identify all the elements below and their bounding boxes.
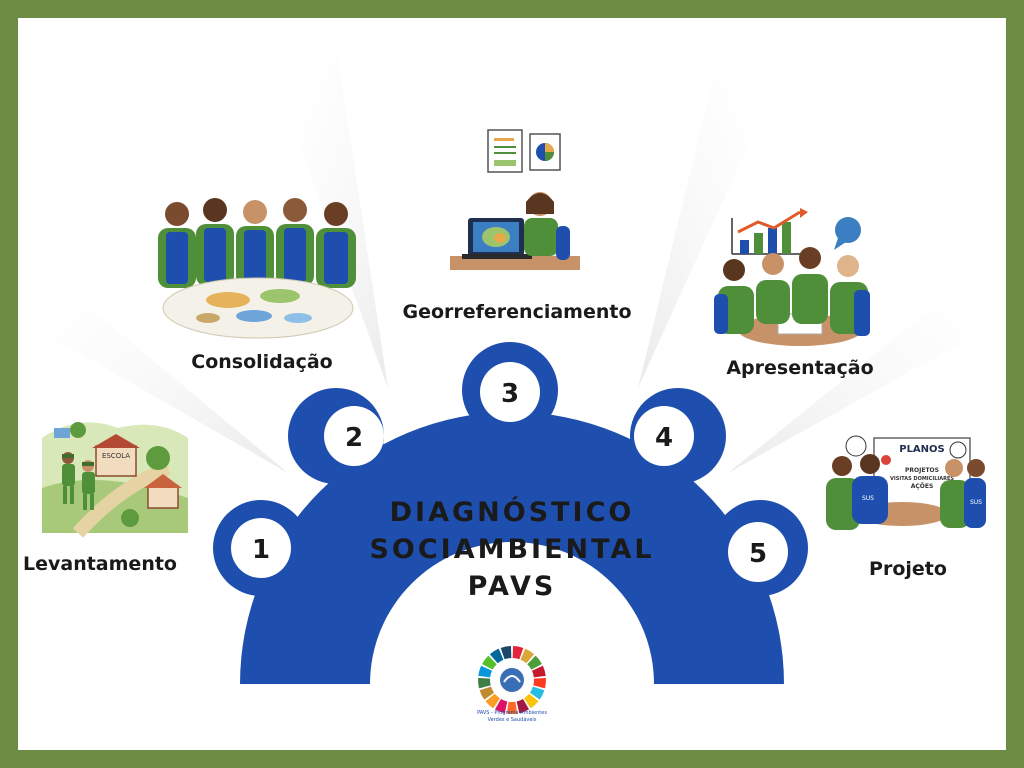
diagram-canvas: 1 2 3 4 5 DIAGNÓSTICO SOCIAMBIENTAL PAVS… (18, 18, 1006, 750)
pavs-logo: PAVS - Programa Ambientes Verdes e Saudá… (477, 646, 547, 723)
board-line-3: AÇÕES (911, 483, 934, 490)
sdg-ring-segment (531, 665, 546, 678)
sdg-ring-segment (512, 646, 524, 660)
vest-badge-2: SUS (970, 499, 982, 506)
pie-report-icon (529, 133, 561, 171)
arch-inner-white (370, 542, 654, 684)
sdg-ring-segment (485, 693, 500, 709)
diagram-svg: 1 2 3 4 5 DIAGNÓSTICO SOCIAMBIENTAL PAVS… (18, 58, 1006, 723)
step-label-5: Projeto (869, 558, 947, 580)
title-line-2: SOCIAMBIENTAL (369, 534, 654, 565)
sdg-ring-segment (516, 699, 530, 714)
sdg-ring-segment (533, 677, 546, 689)
health-cross-icon (881, 455, 891, 465)
sdg-ring-segment (478, 677, 491, 689)
step-label-4: Apresentação (726, 357, 873, 379)
bar-chart-icon (731, 208, 808, 255)
board-title: PLANOS (899, 444, 945, 455)
sdg-ring-segment (482, 655, 497, 670)
step-badge-3: 3 (480, 362, 540, 422)
logo-name: PAVS - Programa Ambientes (477, 710, 547, 716)
field-survey-illustration: ESCOLA (42, 422, 188, 538)
team-map-illustration (158, 198, 356, 339)
sdg-ring-segment (529, 686, 545, 700)
sdg-ring-segment (524, 693, 539, 709)
diagram-title: DIAGNÓSTICO SOCIAMBIENTAL PAVS (369, 496, 654, 602)
step-label-1: Levantamento (23, 553, 177, 575)
sdg-ring-segment (479, 686, 495, 700)
sdg-ring-segment (489, 648, 504, 664)
sdg-ring-segment (527, 655, 542, 670)
school-sign-text: ESCOLA (102, 452, 130, 460)
sdg-ring-segment (500, 646, 512, 660)
step-badge-2: 2 (324, 406, 384, 466)
vest-badge-1: SUS (862, 495, 874, 502)
background-rays (18, 58, 1006, 473)
sdg-ring-segment (506, 701, 518, 714)
step-number-3: 3 (501, 379, 519, 409)
step-number-1: 1 (252, 535, 270, 565)
sdg-ring-segment (478, 665, 493, 678)
step-badge-1: 1 (231, 518, 291, 578)
step-number-4: 4 (655, 423, 673, 453)
step-badge-5: 5 (728, 522, 788, 582)
step-label-3: Georreferenciamento (402, 301, 631, 323)
step-badge-4: 4 (634, 406, 694, 466)
sdg-ring-segment (520, 648, 535, 664)
title-line-3: PAVS (468, 571, 557, 602)
step-label-2: Consolidação (191, 351, 332, 373)
logo-subtitle: Verdes e Saudáveis (488, 716, 537, 723)
sdg-ring-segment (494, 699, 508, 714)
meeting-chart-illustration (714, 208, 870, 346)
document-icon (487, 129, 523, 173)
title-line-1: DIAGNÓSTICO (390, 496, 635, 528)
chat-bubble-icon (834, 217, 861, 250)
board-line-2: VISITAS DOMICILIARES (890, 476, 954, 482)
step-number-2: 2 (345, 423, 363, 453)
board-line-1: PROJETOS (905, 467, 939, 474)
step-number-5: 5 (749, 539, 767, 569)
sdg-ring-icon (478, 646, 546, 714)
laptop-gis-illustration (450, 129, 580, 270)
planning-board-illustration: PLANOS PROJETOS VISITAS DOMICILIARES AÇÕ… (826, 435, 986, 530)
